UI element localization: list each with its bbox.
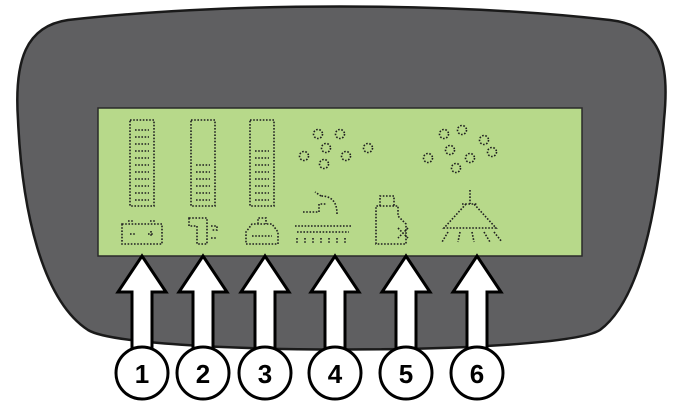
bubbles-icon: [298, 128, 374, 170]
battery-icon: [121, 220, 163, 245]
spray-nozzle-icon: [441, 190, 503, 243]
bubbles-icon: [422, 124, 498, 174]
lcd-content: [121, 119, 503, 245]
callout-number: 4: [328, 359, 343, 389]
callout-circle: [237, 345, 293, 401]
callout-circle: [378, 345, 434, 401]
callout-circle: [114, 345, 170, 401]
callout-3: 3: [237, 253, 293, 401]
recovery-tank-icon: [245, 217, 279, 245]
callout-number: 3: [258, 359, 272, 389]
water-tap-icon: [188, 217, 218, 245]
callout-4: 4: [307, 253, 363, 401]
callout-number: 1: [135, 359, 149, 389]
callout-5: 5: [378, 253, 434, 401]
callout-number: 6: [470, 359, 484, 389]
callout-number: 2: [196, 359, 210, 389]
callout-circle: [175, 345, 231, 401]
level-bar: [190, 119, 216, 207]
brush-deck-icon: [295, 191, 351, 244]
callout-1: 1: [114, 253, 170, 401]
detergent-jug-icon: [375, 195, 409, 245]
callout-group: 1 2 3 4 5 6: [114, 253, 505, 401]
callout-6: 6: [449, 253, 505, 401]
level-bar: [129, 119, 155, 207]
callout-circle: [307, 345, 363, 401]
callout-2: 2: [175, 253, 231, 401]
callout-number: 5: [399, 359, 413, 389]
level-bar: [249, 119, 275, 207]
callout-circle: [449, 345, 505, 401]
